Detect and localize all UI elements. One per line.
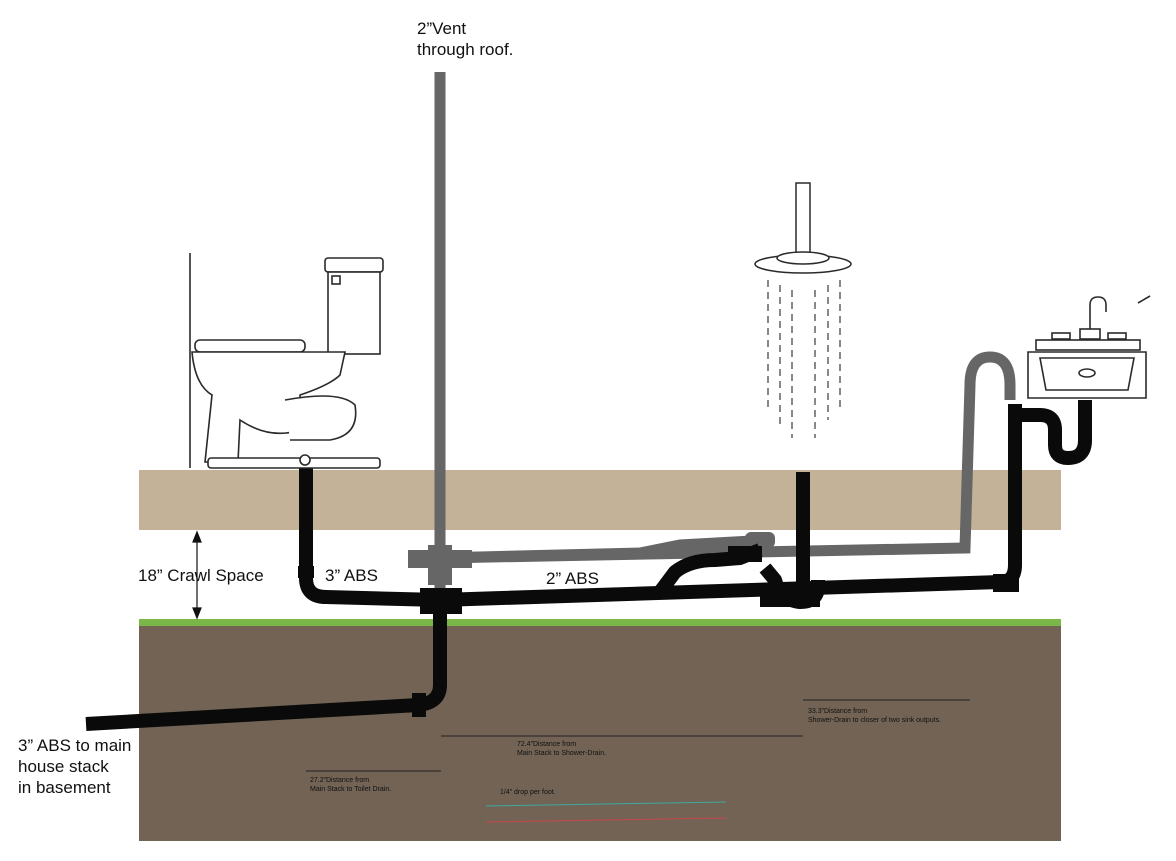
- toilet-icon: [189, 253, 384, 469]
- shower-distance-note: 72.4”Distance from Main Stack to Shower-…: [517, 740, 606, 758]
- vent-label-line1: 2”Vent: [417, 19, 467, 38]
- vent-system: [434, 72, 1016, 590]
- vent-fittings: [408, 532, 775, 585]
- distance-rules: [306, 699, 970, 772]
- sink-icon: [1027, 295, 1151, 399]
- sink-distance-line1: 33.3”Distance from: [808, 708, 868, 715]
- shower-head-icon: [754, 182, 852, 438]
- drain-fittings: [298, 404, 1022, 717]
- toilet-distance-line1: 27.2”Distance from: [310, 777, 370, 784]
- main-stack-label-line3: in basement: [18, 778, 111, 797]
- slope-lines: [485, 801, 727, 823]
- ground-soil: [139, 625, 1061, 841]
- toilet-distance-note: 27.2”Distance from Main Stack to Toilet …: [310, 776, 391, 794]
- crawl-space-label: 18” Crawl Space: [138, 566, 264, 585]
- abs-3-label: 3” ABS: [325, 566, 378, 585]
- dimension-arrow-icon: [192, 530, 202, 620]
- floor-slab: [139, 470, 1061, 530]
- abs-2-label: 2” ABS: [546, 569, 599, 588]
- vent-label-line2: through roof.: [417, 40, 514, 59]
- sink-distance-line2: Shower-Drain to closer of two sink outpu…: [808, 717, 942, 724]
- vent-label: 2”Vent through roof.: [417, 18, 513, 60]
- toilet-distance-line2: Main Stack to Toilet Drain.: [310, 786, 392, 793]
- slope-note: 1/4” drop per foot.: [500, 789, 556, 796]
- sink-distance-note: 33.3”Distance from Shower-Drain to close…: [808, 707, 941, 725]
- main-stack-label-line2: house stack: [18, 757, 109, 776]
- grass-line: [139, 619, 1061, 626]
- main-stack-label: 3” ABS to main house stack in basement: [18, 735, 131, 798]
- shower-distance-line1: 72.4”Distance from: [517, 741, 577, 748]
- shower-distance-line2: Main Stack to Shower-Drain.: [517, 750, 607, 757]
- main-stack-label-line1: 3” ABS to main: [18, 736, 132, 755]
